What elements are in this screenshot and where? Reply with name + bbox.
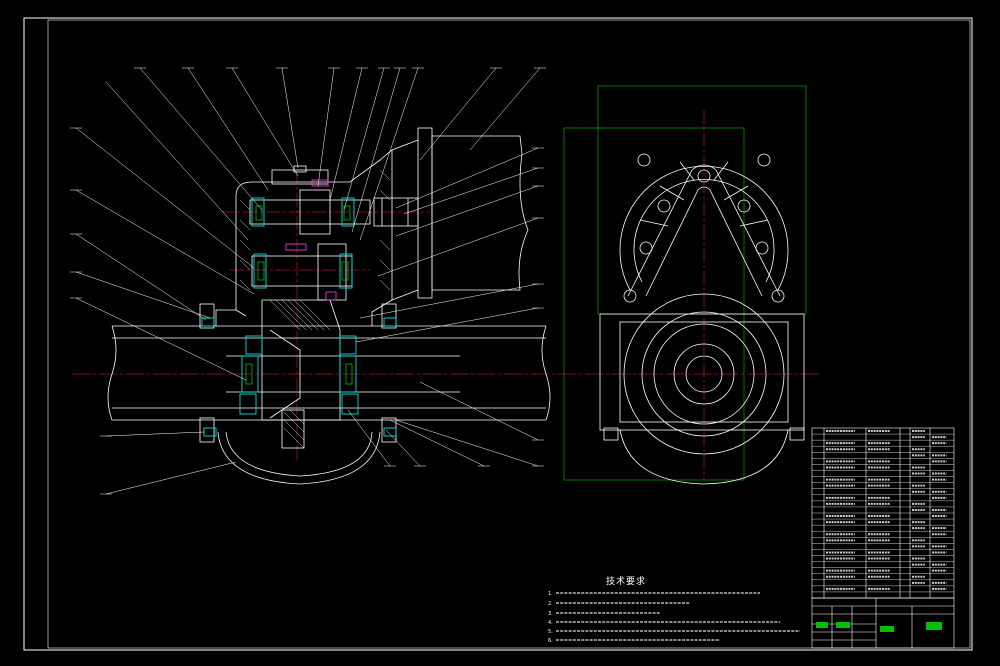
technical-requirements-title: 技术要求 [606, 577, 647, 587]
section-hatching [239, 169, 391, 449]
spoke-6 [739, 219, 769, 227]
requirement-line-2: 2. [548, 601, 553, 607]
upper-gear [299, 189, 331, 235]
spoke-4 [723, 185, 749, 201]
title-green-mark-2 [836, 622, 850, 628]
bom-rows [812, 430, 954, 593]
motor-adapter [391, 139, 419, 301]
spoke-5 [639, 219, 669, 227]
top-cover [271, 169, 329, 185]
motor-flange [417, 127, 433, 299]
dimension-box-lower [563, 127, 745, 481]
title-green-mark-3 [880, 626, 894, 632]
leader-lines [75, 67, 541, 495]
axle-tube-upper [112, 325, 546, 339]
part-number-tags [70, 67, 546, 495]
motor-body [431, 135, 529, 291]
requirement-line-3: 3. [548, 611, 553, 617]
dimension-box-upper [597, 85, 807, 315]
pinion-gear [281, 409, 305, 449]
cover-bolt [293, 165, 307, 173]
title-block [811, 597, 955, 649]
requirement-line-6: 6. [548, 638, 553, 644]
side-oil-pan [619, 429, 789, 485]
title-green-mark-4 [816, 622, 828, 628]
oil-pan-inner [225, 431, 373, 477]
section-detail-magenta [285, 179, 337, 301]
spoke-2 [679, 161, 695, 181]
motor-end-ring [619, 165, 789, 291]
upper-gear-shaft [249, 199, 371, 225]
spoke-3 [713, 161, 729, 181]
outer-frame [23, 17, 973, 651]
side-elevation-icon [563, 85, 807, 485]
requirement-line-4: 4. [548, 620, 553, 626]
tube-bolt-right-top [381, 303, 397, 329]
bearings [201, 197, 397, 437]
tube-bolt-left-bottom [199, 417, 215, 443]
axle-tube-lower [112, 407, 546, 421]
requirement-line-1: 1. [548, 591, 553, 597]
spoke-1 [659, 185, 685, 201]
inner-frame [47, 19, 971, 649]
tube-break-left [107, 325, 117, 421]
gear-teeth-detail [245, 205, 353, 385]
title-block-icon [811, 597, 955, 649]
bevel-gear-ring [261, 299, 341, 421]
triangle-bracket-inner [645, 186, 763, 297]
side-housing-inner [619, 321, 789, 423]
assembly-section-icon [72, 127, 820, 485]
triangle-bracket [627, 164, 781, 297]
middle-gear-shaft [251, 255, 353, 287]
motor-end-ring-inner [633, 179, 775, 283]
gearbox-housing [215, 149, 393, 326]
tube-break-right [541, 325, 551, 421]
side-housing [599, 313, 805, 431]
requirement-line-5: 5. [548, 629, 553, 635]
crown-gear [269, 329, 301, 419]
oil-pan [217, 431, 381, 485]
input-coupling [373, 197, 419, 227]
title-green-mark [926, 622, 942, 630]
